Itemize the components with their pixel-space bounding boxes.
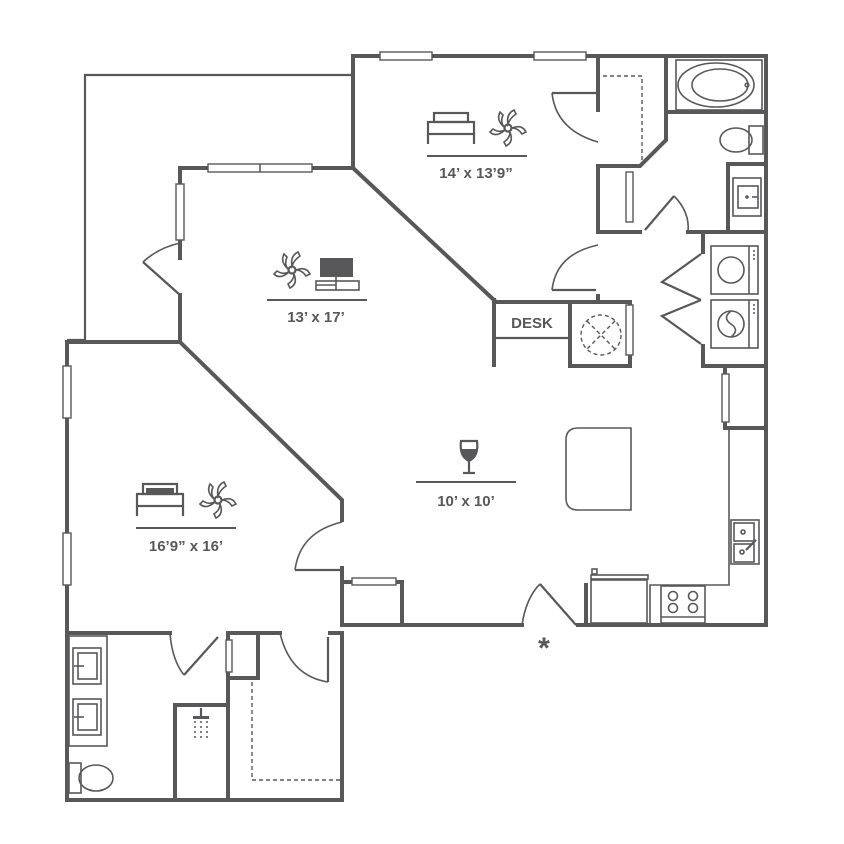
wine-glass-icon: [459, 439, 479, 475]
bed-icon: [426, 111, 476, 144]
kitchen-counter: [649, 428, 730, 623]
room-dimensions: 16’9” x 16’: [149, 538, 223, 555]
double-vanity-icon: [68, 635, 108, 747]
room-dimensions: 13’ x 17’: [287, 309, 345, 326]
doors: [142, 91, 702, 683]
kitchen-sink-icon: [730, 519, 760, 565]
room-label-bedroom-west: 16’9” x 16’: [135, 480, 238, 555]
windows: [62, 51, 730, 673]
sink-icon: [732, 177, 762, 217]
washer-icon: [710, 299, 759, 349]
toilet-icon: [68, 762, 114, 794]
range-stove-icon: [660, 585, 706, 624]
room-dimensions: 10’ x 10’: [437, 493, 495, 510]
kitchen-island: [565, 427, 632, 511]
refrigerator-icon: [584, 568, 649, 625]
room-label-living-room: 13’ x 17’: [267, 250, 367, 326]
desk-label: DESK: [511, 315, 553, 332]
ceiling-fan-icon: [488, 108, 528, 148]
shower-icon: [193, 708, 209, 738]
room-dimensions: 14’ x 13’9”: [439, 165, 512, 182]
toilet-icon: [719, 125, 764, 155]
walls: [65, 54, 768, 802]
bed-icon: [135, 482, 185, 516]
entry-marker: *: [538, 632, 550, 665]
room-label-dining: 10’ x 10’: [416, 439, 516, 510]
tv-icon: [315, 258, 360, 291]
dryer-icon: [710, 245, 759, 295]
ceiling-fan-icon: [272, 250, 312, 290]
bathtub-icon: [675, 59, 763, 111]
ceiling-fan-icon: [198, 480, 238, 520]
closet-shelves: [251, 75, 643, 781]
room-label-bedroom-north: 14’ x 13’9”: [426, 108, 528, 182]
ac-unit-icon: [580, 314, 622, 356]
